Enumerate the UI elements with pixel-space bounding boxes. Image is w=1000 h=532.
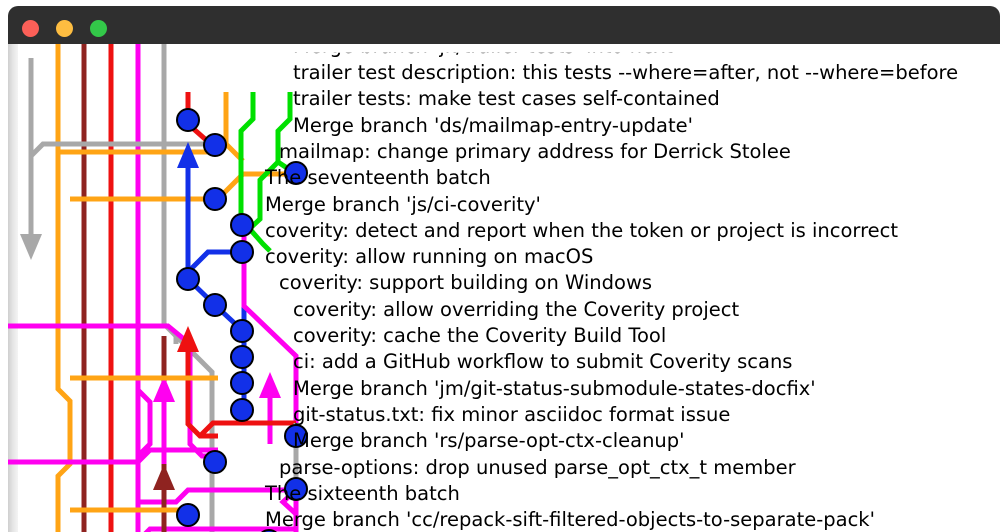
commit-subject-row[interactable]: Merge branch 'rs/parse-opt-ctx-cleanup': [8, 428, 1000, 454]
commit-node: [230, 213, 254, 237]
commit-subject-row[interactable]: Merge branch 'ds/mailmap-entry-update': [8, 113, 1000, 139]
commit-subject-text: Merge branch 'jk/trailer-tests' into nex…: [293, 44, 673, 58]
lane-orange-merge: [70, 171, 298, 202]
commit-subject-list[interactable]: Merge branch 'jk/trailer-tests' into nex…: [8, 44, 1000, 532]
commit-node: [230, 345, 254, 369]
commit-subject-text: Merge branch 'cc/repack-sift-filtered-ob…: [265, 508, 875, 532]
title-bar: [8, 6, 1000, 44]
commit-subject-text: parse-options: drop unused parse_opt_ctx…: [279, 455, 796, 479]
commit-subject-row[interactable]: coverity: support building on Windows: [8, 270, 1000, 296]
commit-subject-row[interactable]: coverity: allow overriding the Coverity …: [8, 297, 1000, 323]
commit-node: [284, 424, 308, 448]
commit-subject-row[interactable]: The seventeenth batch: [8, 165, 1000, 191]
commit-subject-text: Merge branch 'rs/parse-opt-ctx-cleanup': [293, 429, 685, 453]
maximize-button[interactable]: [90, 20, 107, 37]
commit-node: [284, 477, 308, 501]
commit-subject-row[interactable]: mailmap: change primary address for Derr…: [8, 139, 1000, 165]
commit-subject-row[interactable]: coverity: detect and report when the tok…: [8, 218, 1000, 244]
lane-gray-elbow-top: [29, 141, 208, 158]
lane-green-1: [238, 92, 272, 253]
lane-red-elbow-low: [185, 394, 218, 439]
commit-subject-text: coverity: cache the Coverity Build Tool: [293, 324, 667, 347]
commit-subject-text: mailmap: change primary address for Derr…: [279, 139, 791, 163]
commit-node: [203, 293, 227, 317]
commit-subject-row[interactable]: git-status.txt: fix minor asciidoc forma…: [8, 402, 1000, 428]
commit-subject-text: Merge branch 'js/ci-coverity': [265, 192, 541, 216]
commit-node: [176, 503, 200, 527]
lane-magenta-row-e: [138, 487, 270, 505]
minimize-button[interactable]: [56, 20, 73, 37]
commit-node: [176, 108, 200, 132]
magenta-up-arrow-3: [177, 326, 199, 394]
commit-node: [230, 371, 254, 395]
commit-subject-row[interactable]: trailer test description: this tests --w…: [8, 60, 1000, 86]
git-graph: [8, 44, 308, 532]
commit-subject-row[interactable]: The sixteenth batch: [8, 481, 1000, 507]
commit-node: [284, 161, 308, 185]
commit-subject-text: git-status.txt: fix minor asciidoc forma…: [293, 402, 731, 426]
commit-subject-text: coverity: allow overriding the Coverity …: [293, 297, 740, 321]
commit-subject-row[interactable]: coverity: allow running on macOS: [8, 244, 1000, 270]
close-button[interactable]: [22, 20, 39, 37]
blue-up-arrow: [177, 142, 199, 279]
commit-node: [176, 267, 200, 291]
scroll-down-arrow: [20, 58, 42, 260]
commit-node: [230, 240, 254, 264]
lane-magenta-row-b: [143, 526, 296, 532]
commit-subject-text: The seventeenth batch: [265, 166, 491, 190]
lane-green-2: [275, 92, 298, 177]
commit-subject-text: Merge branch 'ds/mailmap-entry-update': [293, 113, 693, 137]
commit-subject-text: trailer test description: this tests --w…: [293, 61, 959, 84]
commit-node: [203, 133, 227, 157]
commit-subject-row[interactable]: Merge branch 'cc/repack-sift-filtered-ob…: [8, 507, 1000, 532]
commit-nodes: [176, 108, 308, 532]
commit-subject-text: The sixteenth batch: [265, 481, 460, 505]
lane-red-row: [198, 420, 296, 438]
commit-node: [230, 319, 254, 343]
commit-subject-text: Merge branch 'jm/git-status-submodule-st…: [293, 376, 816, 400]
commit-subject-row[interactable]: parse-options: drop unused parse_opt_ctx…: [8, 455, 1000, 481]
commit-subject-text: ci: add a GitHub workflow to submit Cove…: [293, 350, 793, 374]
commit-subject-row[interactable]: trailer tests: make test cases self-cont…: [8, 86, 1000, 112]
commit-subject-row[interactable]: Merge branch 'jm/git-status-submodule-st…: [8, 376, 1000, 402]
commit-subject-row[interactable]: Merge branch 'js/ci-coverity': [8, 192, 1000, 218]
lane-magenta-1: [135, 44, 153, 463]
commit-subject-text: coverity: support building on Windows: [279, 271, 653, 295]
commit-subject-text: trailer tests: make test cases self-cont…: [293, 87, 720, 111]
commit-subject-text: coverity: allow running on macOS: [265, 245, 594, 269]
commit-node: [203, 450, 227, 474]
commit-node: [203, 187, 227, 211]
left-gutter: [8, 44, 18, 532]
commit-graph-view[interactable]: Merge branch 'jk/trailer-tests' into nex…: [8, 44, 1000, 532]
commit-subject-text: coverity: detect and report when the tok…: [265, 218, 899, 242]
commit-subject-row-clipped[interactable]: Merge branch 'jk/trailer-tests' into nex…: [8, 44, 1000, 60]
magenta-up-arrow-1: [153, 376, 175, 464]
commit-subject-row[interactable]: ci: add a GitHub workflow to submit Cove…: [8, 349, 1000, 375]
commit-subject-row[interactable]: coverity: cache the Coverity Build Tool: [8, 323, 1000, 349]
commit-node: [230, 398, 254, 422]
magenta-up-arrow-2: [259, 372, 281, 444]
lane-orange-main: [55, 44, 73, 532]
